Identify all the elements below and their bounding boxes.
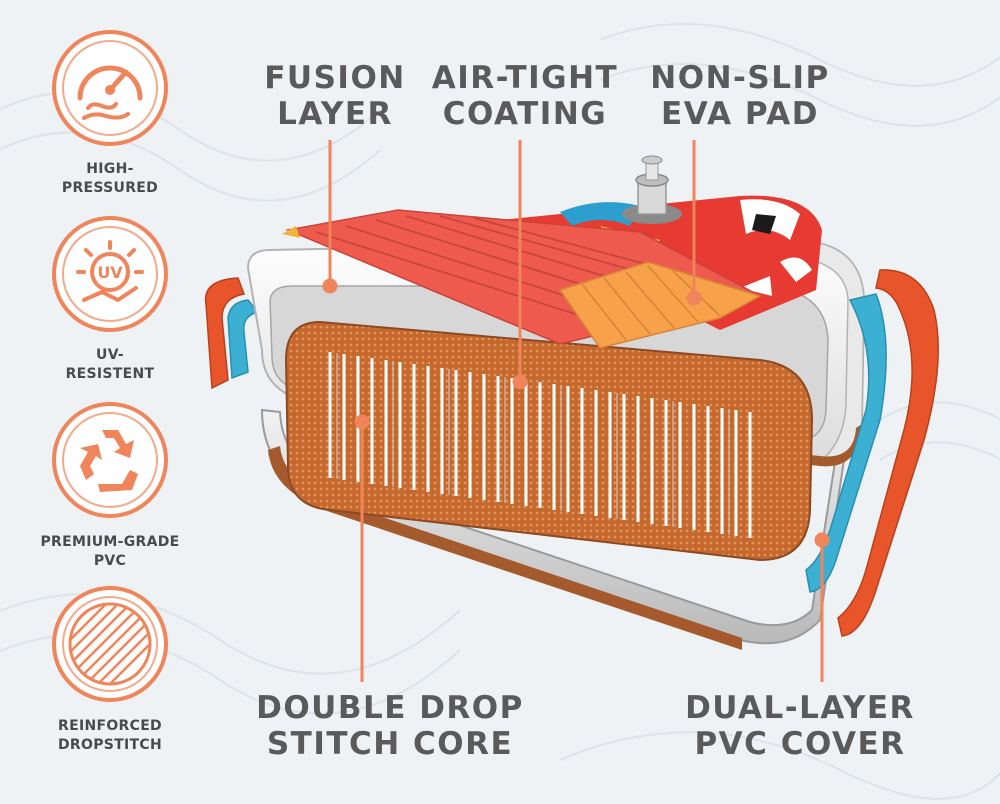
- feature-label-high-pressured: HIGH- PRESSURED: [61, 161, 159, 196]
- inner-pvc-cover-right: [805, 293, 887, 593]
- drop-stitch-fibers: [328, 352, 752, 538]
- outer-pvc-cover-right: [837, 269, 939, 637]
- callout-dual-layer-pvc-cover: DUAL-LAYER PVC COVER: [685, 690, 915, 762]
- callout-double-drop-stitch-core: DOUBLE DROP STITCH CORE: [256, 690, 524, 762]
- air-valve: [622, 155, 682, 224]
- bottom-fusion-edge: [268, 446, 742, 650]
- callout-air-tight-coating: AIR-TIGHT COATING: [431, 60, 619, 132]
- feature-label-reinforced-dropstitch: REINFORCED DROPSTITCH: [58, 718, 162, 753]
- uv-sun-icon: UV: [52, 216, 168, 332]
- uv-icon-text: UV: [97, 263, 123, 282]
- hatched-circle-icon: [52, 586, 168, 702]
- drop-stitch-mesh: [284, 320, 814, 562]
- callout-fusion-layer: FUSION LAYER: [264, 60, 406, 132]
- eva-pad-orange: [558, 261, 762, 349]
- recycle-icon: [52, 402, 168, 518]
- outer-pvc-cover-left: [204, 277, 246, 390]
- leader-lines: [322, 140, 830, 682]
- feature-label-uv-resistent: UV- RESISTENT: [65, 347, 155, 382]
- speedometer-icon: [52, 30, 168, 146]
- inner-pvc-cover-left: [227, 299, 260, 380]
- feature-label-premium-grade-pvc: PREMIUM-GRADE PVC: [40, 534, 180, 569]
- callout-non-slip-eva-pad: NON-SLIP EVA PAD: [650, 60, 830, 132]
